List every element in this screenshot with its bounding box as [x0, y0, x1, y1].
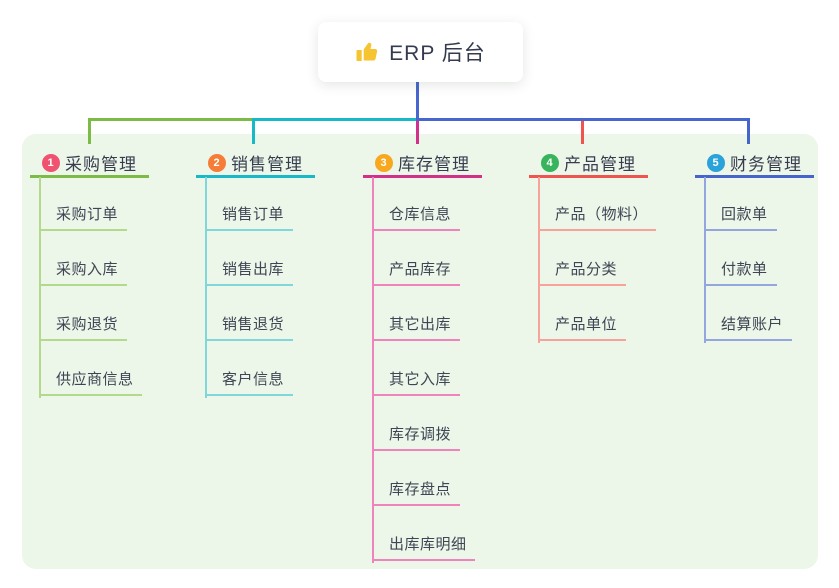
- branch-children-trunk: [372, 177, 374, 563]
- branch-number-badge: 3: [375, 153, 393, 172]
- child-underline: [372, 559, 475, 561]
- branch-title-label: 库存管理: [398, 155, 470, 174]
- branch-number-badge: 5: [707, 153, 725, 172]
- branch-title-underline: [30, 175, 149, 178]
- bus-segment-2: [252, 118, 418, 121]
- child-node[interactable]: 销售订单: [222, 206, 285, 223]
- root-title: ERP 后台: [389, 42, 486, 65]
- branch-title-4[interactable]: 4 产品管理: [541, 150, 636, 175]
- root-stem-line: [416, 82, 419, 121]
- branch-drop-line: [747, 118, 750, 144]
- child-underline: [372, 504, 460, 506]
- branch-title-label: 采购管理: [65, 155, 137, 174]
- child-node[interactable]: 产品库存: [389, 261, 452, 278]
- child-underline: [538, 339, 626, 341]
- child-node[interactable]: 产品分类: [555, 261, 618, 278]
- child-node[interactable]: 出库库明细: [389, 536, 467, 553]
- branch-drop-line: [416, 121, 419, 144]
- branch-children-trunk: [39, 177, 41, 398]
- branch-number-badge: 1: [42, 153, 60, 172]
- child-underline: [205, 229, 293, 231]
- child-underline: [205, 394, 293, 396]
- branch-title-underline: [196, 175, 315, 178]
- branch-title-label: 销售管理: [231, 155, 303, 174]
- child-node[interactable]: 客户信息: [222, 371, 285, 388]
- child-node[interactable]: 仓库信息: [389, 206, 452, 223]
- child-underline: [39, 394, 142, 396]
- child-node[interactable]: 销售出库: [222, 261, 285, 278]
- branch-children-trunk: [538, 177, 540, 343]
- branch-children-trunk: [205, 177, 207, 398]
- branch-title-3[interactable]: 3 库存管理: [375, 150, 470, 175]
- child-underline: [372, 284, 460, 286]
- branch-drop-line: [252, 118, 255, 144]
- child-underline: [538, 229, 656, 231]
- child-node[interactable]: 采购入库: [56, 261, 119, 278]
- child-underline: [205, 284, 293, 286]
- child-node[interactable]: 付款单: [721, 261, 768, 278]
- child-underline: [39, 284, 127, 286]
- child-underline: [205, 339, 293, 341]
- branches-panel: [22, 134, 818, 569]
- branch-title-label: 产品管理: [564, 155, 636, 174]
- child-underline: [39, 339, 127, 341]
- thumbs-up-icon: [355, 40, 379, 64]
- child-node[interactable]: 其它入库: [389, 371, 452, 388]
- child-node[interactable]: 产品单位: [555, 316, 618, 333]
- child-node[interactable]: 库存盘点: [389, 481, 452, 498]
- branch-title-underline: [363, 175, 482, 178]
- branch-number-badge: 4: [541, 153, 559, 172]
- child-node[interactable]: 其它出库: [389, 316, 452, 333]
- branch-title-underline: [695, 175, 814, 178]
- branch-title-label: 财务管理: [730, 155, 802, 174]
- child-underline: [538, 284, 626, 286]
- bus-segment-1: [88, 118, 254, 121]
- branch-title-2[interactable]: 2 销售管理: [208, 150, 303, 175]
- branch-title-5[interactable]: 5 财务管理: [707, 150, 802, 175]
- child-node[interactable]: 回款单: [721, 206, 768, 223]
- child-underline: [39, 229, 127, 231]
- child-underline: [372, 449, 460, 451]
- root-node[interactable]: ERP 后台: [318, 22, 523, 82]
- child-node[interactable]: 产品（物料）: [555, 206, 649, 223]
- child-node[interactable]: 供应商信息: [56, 371, 134, 388]
- child-node[interactable]: 采购订单: [56, 206, 119, 223]
- branch-drop-line: [88, 118, 91, 144]
- bus-segment-3: [416, 118, 750, 121]
- child-node[interactable]: 销售退货: [222, 316, 285, 333]
- branch-title-1[interactable]: 1 采购管理: [42, 150, 137, 175]
- child-underline: [704, 284, 777, 286]
- child-node[interactable]: 采购退货: [56, 316, 119, 333]
- branch-number-badge: 2: [208, 153, 226, 172]
- child-underline: [372, 394, 460, 396]
- branch-drop-line: [581, 121, 584, 144]
- child-underline: [372, 339, 460, 341]
- child-underline: [704, 339, 792, 341]
- branch-children-trunk: [704, 177, 706, 343]
- branch-title-underline: [529, 175, 648, 178]
- child-node[interactable]: 库存调拨: [389, 426, 452, 443]
- child-underline: [372, 229, 460, 231]
- child-underline: [704, 229, 777, 231]
- child-node[interactable]: 结算账户: [721, 316, 784, 333]
